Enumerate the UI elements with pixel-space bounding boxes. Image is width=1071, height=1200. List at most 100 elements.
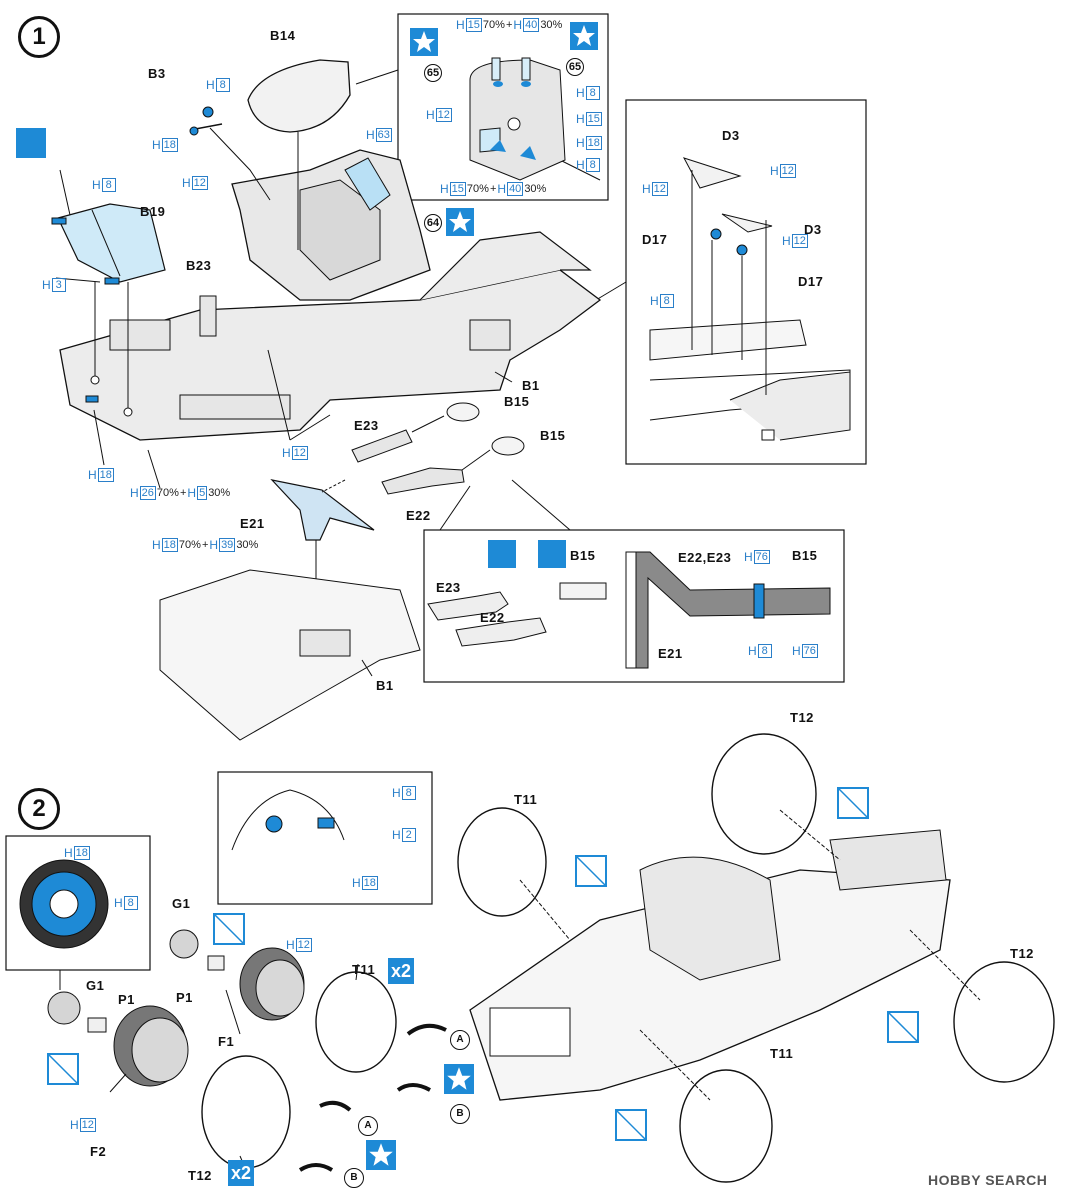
floor-wall [179,394,291,420]
no-paint-icon-slash [47,1053,79,1085]
leader-line [494,371,513,383]
part-label-e21: E21 [658,646,683,661]
leader-line [289,414,331,441]
tyre-t12 [201,1055,291,1169]
part-label-t11: T11 [770,1046,794,1061]
part-label-e21: E21 [240,516,265,531]
part-label-t12: T12 [188,1168,212,1183]
leader-line [225,989,241,1035]
star-icon [410,28,438,56]
assembled-tyre-t12 [953,961,1055,1083]
radiator-b19 [57,203,166,283]
part-b-small [298,1163,334,1172]
reference-number: 65 [424,64,442,82]
star-icon [366,1140,396,1170]
detail-inset-hub [217,771,433,905]
assembly-line [209,127,271,201]
decal-icon [16,128,46,158]
brake-disc-g1 [47,991,81,1025]
tailpipe-b15 [491,436,525,456]
part-label-d17: D17 [642,232,668,247]
radiator-blue-tab [104,277,120,285]
b3-blue-pin [189,126,199,136]
step-number-2: 2 [18,788,60,830]
part-label-f2: F2 [90,1144,107,1159]
part-label-e23: E23 [354,418,379,433]
assembly-line [461,449,491,471]
star-icon [570,22,598,50]
inset-b15-pipe [559,582,607,600]
leader-line [267,349,291,441]
floor-wall [199,295,217,337]
mount-pin [123,407,133,417]
floor-wall [469,319,511,351]
reference-number: 64 [424,214,442,232]
part-label-e22: E22 [480,610,505,625]
rear-chassis-b1 [159,569,421,741]
part-label-b3: B3 [148,66,166,81]
inset-buckle [507,117,521,131]
inset-blue-strap [520,146,536,160]
part-label-g1: G1 [172,896,191,911]
leader-line [93,409,105,466]
part-label-b15: B15 [504,394,530,409]
assembled-tyre-t12 [711,733,817,855]
detail-inset-exhaust [423,529,845,683]
leader-line [109,1073,127,1093]
ref-a-circle: A [450,1030,470,1050]
leader-line [59,169,71,216]
part-label-p1: P1 [176,990,193,1005]
pushrod-d3 [721,213,773,233]
no-paint-icon-slash [575,855,607,887]
leader-line [361,659,373,677]
star-icon [446,208,474,236]
exhaust-blue-band [753,583,765,619]
hub-inset-bolt [317,817,335,829]
part-label-b1: B1 [522,378,540,393]
part-label-b19: B19 [140,204,166,219]
part-label-g1: G1 [86,978,105,993]
part-label-f1: F1 [218,1034,235,1049]
assembled-tub [639,856,781,981]
part-b-small [396,1083,431,1092]
assembled-radiator [489,1007,571,1057]
leader-line [355,963,359,981]
radiator-divider [91,209,121,277]
exhaust-e23 [351,429,413,463]
assembly-line [411,415,445,433]
radiator-blue-tab [51,217,67,225]
inset-belt [491,57,501,81]
assembled-tyre-t11 [457,807,547,917]
assembly-line [639,1029,711,1101]
cockpit-seat-area [299,179,381,281]
part-label-b1: B1 [376,678,394,693]
detail-inset-brake-disc [5,835,151,971]
inset-e23 [427,591,509,621]
assembly-line [519,879,571,941]
brake-disc-g1 [169,929,199,959]
inset-blue-strap [490,140,506,152]
mount-peg [761,429,775,441]
detail-inset-seat [397,13,609,201]
part-label-t12: T12 [790,710,814,725]
